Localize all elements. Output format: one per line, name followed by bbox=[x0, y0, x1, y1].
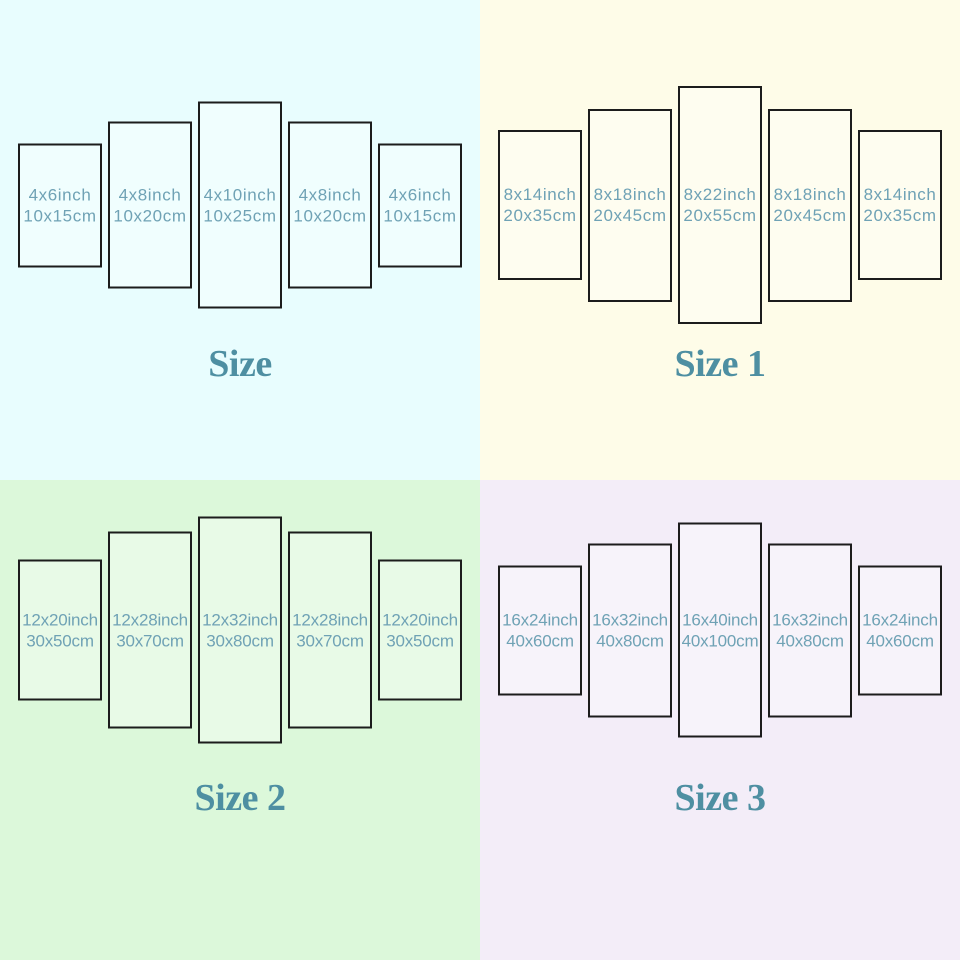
canvas-panel: 8x18inch 20x45cm bbox=[588, 108, 672, 302]
panel-size-inch: 12x20inch bbox=[382, 610, 458, 629]
panel-row: 16x24inch 40x60cm 16x32inch 40x80cm 16x4… bbox=[480, 522, 960, 738]
panel-size-cm: 20x45cm bbox=[593, 206, 667, 225]
panel-size-inch: 4x8inch bbox=[118, 185, 182, 204]
canvas-panel: 16x32inch 40x80cm bbox=[588, 543, 672, 717]
panel-size-inch: 8x18inch bbox=[773, 185, 847, 204]
canvas-panel: 4x10inch 10x25cm bbox=[198, 101, 282, 309]
panel-size-inch: 12x20inch bbox=[22, 610, 98, 629]
canvas-panel: 4x8inch 10x20cm bbox=[108, 121, 192, 289]
quadrant-title: Size bbox=[208, 343, 272, 385]
canvas-panel: 16x24inch 40x60cm bbox=[498, 565, 582, 695]
canvas-panel: 12x20inch 30x50cm bbox=[378, 559, 462, 701]
panel-size-inch: 4x6inch bbox=[28, 185, 92, 204]
panel-size-inch: 4x8inch bbox=[298, 185, 362, 204]
panel-row: 4x6inch 10x15cm 4x8inch 10x20cm 4x10inch… bbox=[0, 101, 480, 309]
panel-size-inch: 8x14inch bbox=[503, 185, 577, 204]
quadrant-title: Size 1 bbox=[674, 343, 766, 385]
panel-size-inch: 8x18inch bbox=[593, 185, 667, 204]
quadrant-size-1: 8x14inch 20x35cm 8x18inch 20x45cm 8x22in… bbox=[480, 0, 960, 480]
quadrant-size: 4x6inch 10x15cm 4x8inch 10x20cm 4x10inch… bbox=[0, 0, 480, 480]
panel-size-cm: 40x60cm bbox=[506, 631, 574, 650]
panel-size-inch: 16x40inch bbox=[682, 610, 758, 629]
canvas-panel: 12x32inch 30x80cm bbox=[198, 516, 282, 744]
panel-size-cm: 30x50cm bbox=[26, 631, 94, 650]
canvas-panel: 4x6inch 10x15cm bbox=[18, 143, 102, 267]
quadrant-size-2: 12x20inch 30x50cm 12x28inch 30x70cm 12x3… bbox=[0, 480, 480, 960]
panel-size-cm: 10x15cm bbox=[23, 206, 97, 225]
panel-row: 12x20inch 30x50cm 12x28inch 30x70cm 12x3… bbox=[0, 516, 480, 744]
canvas-panel: 4x6inch 10x15cm bbox=[378, 143, 462, 267]
panel-size-cm: 30x70cm bbox=[296, 631, 364, 650]
panel-size-cm: 40x60cm bbox=[866, 631, 934, 650]
panel-size-inch: 16x32inch bbox=[592, 610, 668, 629]
panel-size-cm: 40x80cm bbox=[596, 631, 664, 650]
panel-size-cm: 10x20cm bbox=[293, 206, 367, 225]
panel-size-cm: 40x80cm bbox=[776, 631, 844, 650]
panel-size-inch: 8x14inch bbox=[863, 185, 937, 204]
panel-size-inch: 12x28inch bbox=[292, 610, 368, 629]
panel-size-cm: 20x35cm bbox=[503, 206, 577, 225]
canvas-panel: 12x28inch 30x70cm bbox=[108, 531, 192, 729]
canvas-panel: 16x24inch 40x60cm bbox=[858, 565, 942, 695]
canvas-panel: 8x18inch 20x45cm bbox=[768, 108, 852, 302]
quadrant-size-3: 16x24inch 40x60cm 16x32inch 40x80cm 16x4… bbox=[480, 480, 960, 960]
panel-size-cm: 10x20cm bbox=[113, 206, 187, 225]
panel-row: 8x14inch 20x35cm 8x18inch 20x45cm 8x22in… bbox=[480, 86, 960, 324]
panel-size-cm: 10x15cm bbox=[383, 206, 457, 225]
canvas-panel: 8x14inch 20x35cm bbox=[858, 130, 942, 280]
quadrant-title: Size 3 bbox=[674, 777, 766, 819]
canvas-panel: 16x32inch 40x80cm bbox=[768, 543, 852, 717]
panel-size-inch: 16x24inch bbox=[862, 610, 938, 629]
canvas-panel: 12x20inch 30x50cm bbox=[18, 559, 102, 701]
panel-size-inch: 4x10inch bbox=[203, 185, 277, 204]
panel-size-inch: 12x28inch bbox=[112, 610, 188, 629]
canvas-panel: 8x22inch 20x55cm bbox=[678, 86, 762, 324]
canvas-panel: 4x8inch 10x20cm bbox=[288, 121, 372, 289]
canvas-panel: 12x28inch 30x70cm bbox=[288, 531, 372, 729]
panel-size-inch: 16x24inch bbox=[502, 610, 578, 629]
canvas-panel: 8x14inch 20x35cm bbox=[498, 130, 582, 280]
panel-size-cm: 40x100cm bbox=[681, 631, 759, 650]
panel-size-cm: 30x50cm bbox=[386, 631, 454, 650]
quadrant-title: Size 2 bbox=[194, 777, 286, 819]
panel-size-cm: 20x45cm bbox=[773, 206, 847, 225]
panel-size-cm: 30x70cm bbox=[116, 631, 184, 650]
panel-size-inch: 4x6inch bbox=[388, 185, 452, 204]
panel-size-inch: 16x32inch bbox=[772, 610, 848, 629]
panel-size-cm: 10x25cm bbox=[203, 206, 277, 225]
panel-size-cm: 20x55cm bbox=[683, 206, 757, 225]
panel-size-inch: 8x22inch bbox=[683, 185, 757, 204]
panel-size-cm: 20x35cm bbox=[863, 206, 937, 225]
panel-size-inch: 12x32inch bbox=[202, 610, 278, 629]
panel-size-cm: 30x80cm bbox=[206, 631, 274, 650]
canvas-panel: 16x40inch 40x100cm bbox=[678, 522, 762, 738]
